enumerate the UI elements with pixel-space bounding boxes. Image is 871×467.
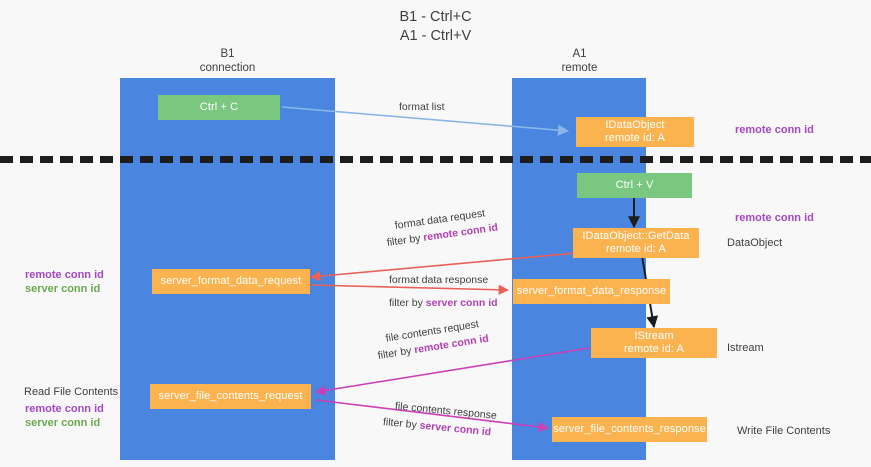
node-istream[interactable]: IStream remote id: A bbox=[591, 328, 717, 358]
page-title: B1 - Ctrl+C A1 - Ctrl+V bbox=[0, 8, 871, 46]
lane-header-a1: A1 remote bbox=[532, 48, 627, 75]
edge-label-format-data-response-key: server conn id bbox=[425, 297, 498, 309]
node-server-file-contents-request-label: server_file_contents_request bbox=[158, 389, 303, 402]
edge-label-format-list-text: format list bbox=[399, 101, 445, 113]
edge-label-format-data-response-line-1: format data response bbox=[389, 274, 489, 286]
arrow-file-contents-request bbox=[314, 347, 590, 396]
lane-header-b1: B1 connection bbox=[150, 48, 305, 75]
node-server-format-data-response-label: server_format_data_response bbox=[516, 284, 667, 297]
node-getdata-line-1: IDataObject::GetData bbox=[582, 229, 690, 242]
node-getdata-line-2: remote id: A bbox=[606, 243, 666, 255]
edge-label-format-list: format list bbox=[399, 100, 445, 115]
annotation-left-conn-ids-1: remote conn id server conn id bbox=[25, 268, 104, 296]
annotation-left-conn-ids-2: remote conn id server conn id bbox=[25, 402, 104, 430]
arrow-format-data-request bbox=[309, 252, 577, 282]
node-server-format-data-request-label: server_format_data_request bbox=[160, 274, 302, 287]
edge-label-format-data-response-prefix: filter by bbox=[389, 297, 426, 309]
node-server-file-contents-request[interactable]: server_file_contents_request bbox=[150, 384, 311, 409]
annotation-read-file-contents: Read File Contents bbox=[24, 386, 119, 398]
node-ctrl-v[interactable]: Ctrl + V bbox=[577, 173, 692, 198]
page-title-line-1: B1 - Ctrl+C bbox=[399, 9, 472, 25]
annotation-remote-conn-id-top: remote conn id bbox=[735, 124, 814, 136]
node-idataobject-getdata[interactable]: IDataObject::GetData remote id: A bbox=[573, 228, 699, 258]
arrow-format-list bbox=[281, 106, 570, 136]
edge-label-file-contents-request: file contents request filter by remote c… bbox=[377, 318, 490, 364]
phase-divider bbox=[0, 156, 871, 163]
node-server-file-contents-response[interactable]: server_file_contents_response bbox=[552, 417, 707, 442]
annotation-left-server-conn-id-1: server conn id bbox=[25, 283, 101, 295]
edge-label-file-contents-response-prefix: filter by bbox=[382, 416, 421, 432]
annotation-left-server-conn-id-2: server conn id bbox=[25, 417, 101, 429]
annotation-left-remote-conn-id-1: remote conn id bbox=[25, 269, 104, 281]
lane-header-a1-line-1: A1 bbox=[572, 48, 587, 60]
node-idataobject[interactable]: IDataObject remote id: A bbox=[576, 117, 694, 147]
lane-header-b1-line-2: connection bbox=[199, 61, 256, 74]
node-server-file-contents-response-label: server_file_contents_response bbox=[553, 422, 706, 435]
page-title-line-2: A1 - Ctrl+V bbox=[399, 28, 472, 44]
node-server-format-data-response[interactable]: server_format_data_response bbox=[513, 279, 670, 304]
edge-label-format-data-request: format data request filter by remote con… bbox=[386, 207, 499, 251]
annotation-dataobject: DataObject bbox=[727, 237, 783, 249]
edge-label-format-data-response: format data response filter by server co… bbox=[389, 273, 498, 311]
lane-header-a1-line-2: remote bbox=[561, 61, 598, 74]
arrow-file-contents-response bbox=[315, 399, 550, 433]
node-istream-line-1: IStream bbox=[634, 329, 674, 342]
edge-label-format-data-request-prefix: filter by bbox=[386, 231, 425, 249]
node-ctrl-c-label: Ctrl + C bbox=[199, 100, 239, 113]
node-ctrl-v-label: Ctrl + V bbox=[615, 178, 654, 191]
annotation-write-file-contents: Write File Contents bbox=[737, 425, 831, 437]
node-idataobject-line-1: IDataObject bbox=[605, 118, 665, 131]
edge-label-file-contents-response: file contents response filter by server … bbox=[382, 398, 497, 438]
annotation-left-remote-conn-id-2: remote conn id bbox=[25, 403, 104, 415]
annotation-istream: Istream bbox=[727, 342, 764, 354]
node-istream-line-2: remote id: A bbox=[624, 343, 684, 355]
lane-header-b1-line-1: B1 bbox=[220, 48, 235, 60]
node-server-format-data-request[interactable]: server_format_data_request bbox=[152, 269, 310, 294]
arrow-format-data-response bbox=[310, 284, 510, 295]
node-idataobject-line-2: remote id: A bbox=[605, 132, 665, 144]
annotation-remote-conn-id-mid: remote conn id bbox=[735, 212, 814, 224]
node-ctrl-c[interactable]: Ctrl + C bbox=[158, 95, 280, 120]
